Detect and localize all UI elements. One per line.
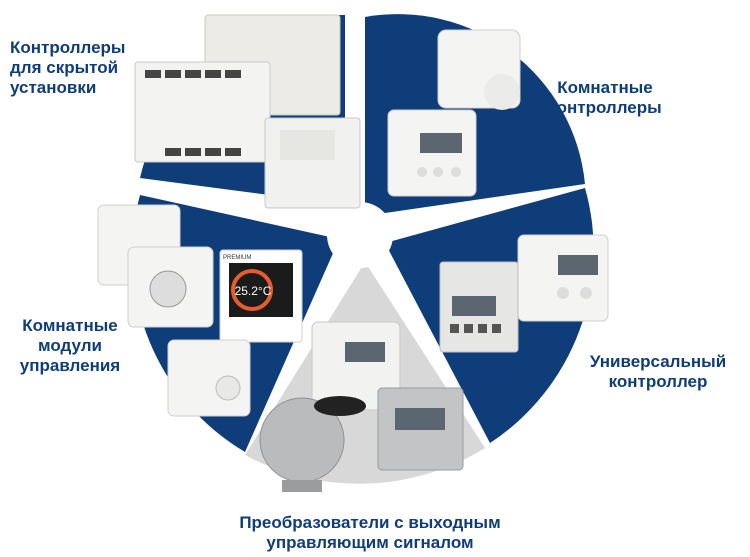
label-hidden-controllers: Контроллеры для скрытой установки xyxy=(10,38,126,97)
label-universal-controller: Универсальный контроллер xyxy=(589,352,727,391)
universal-controller-devices xyxy=(439,234,609,353)
center-hub xyxy=(327,202,393,268)
room-controllers-devices xyxy=(387,29,521,197)
thermostat-temperature: 25.2°C xyxy=(235,284,272,298)
label-converters: Преобразователи с выходным управляющим с… xyxy=(239,513,501,552)
hidden-controllers-devices xyxy=(134,14,361,209)
dashed-divider xyxy=(139,179,331,236)
converter-devices xyxy=(259,321,464,492)
room-modules-devices: 25.2°C PREMIUM xyxy=(97,204,303,417)
label-room-modules: Комнатные модули управления xyxy=(19,316,121,375)
thermostat-brand: PREMIUM xyxy=(223,255,251,261)
label-room-controllers: Комнатные контроллеры xyxy=(548,78,662,117)
